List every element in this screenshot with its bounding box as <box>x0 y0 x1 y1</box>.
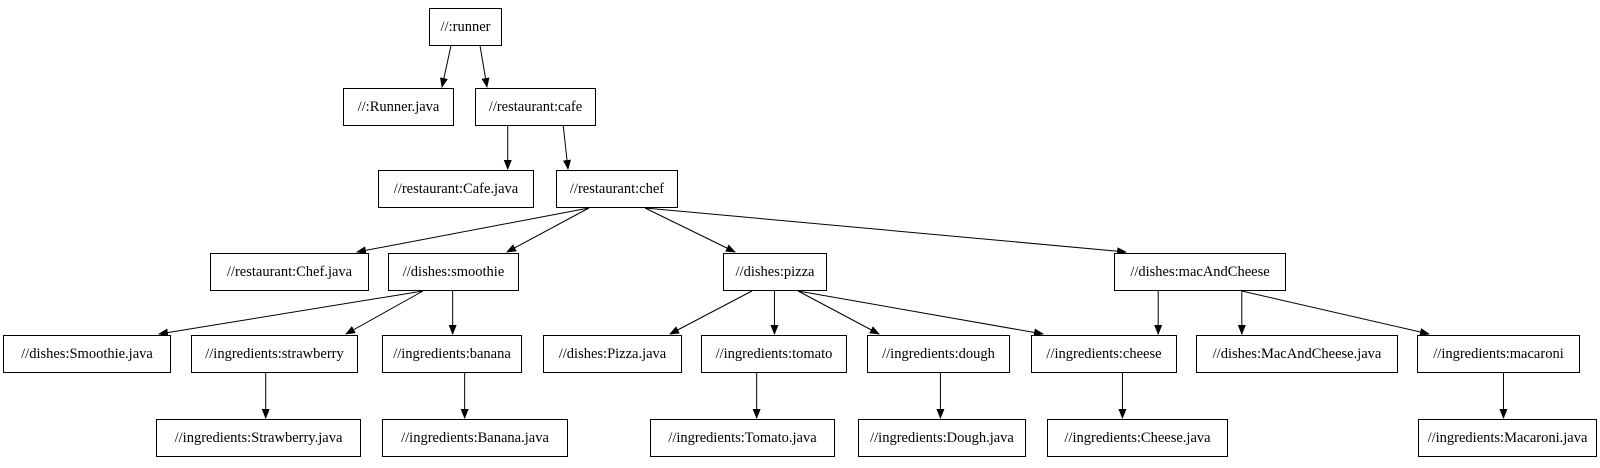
graph-node-label: //dishes:pizza <box>735 263 815 280</box>
graph-node-dough_java: //ingredients:Dough.java <box>858 419 1026 457</box>
edge-macandcheese-to-macaroni <box>1241 290 1430 336</box>
edge-chef-to-smoothie <box>506 207 590 253</box>
graph-node-label: //restaurant:chef <box>569 180 665 197</box>
graph-node-label: //dishes:MacAndCheese.java <box>1212 345 1382 362</box>
graph-node-tomato: //ingredients:tomato <box>701 335 847 373</box>
graph-node-macandcheese: //dishes:macAndCheese <box>1114 253 1286 291</box>
graph-node-smoothie: //dishes:smoothie <box>388 253 519 291</box>
graph-node-label: //dishes:macAndCheese <box>1130 263 1270 280</box>
graph-node-banana: //ingredients:banana <box>382 335 522 373</box>
graph-node-cafe: //restaurant:cafe <box>475 88 596 126</box>
graph-node-label: //ingredients:strawberry <box>205 345 344 362</box>
graph-node-label: //ingredients:Tomato.java <box>668 429 817 446</box>
graph-node-cheese_java: //ingredients:Cheese.java <box>1047 419 1228 457</box>
graph-node-label: //ingredients:Banana.java <box>401 429 549 446</box>
edge-runner-to-runner_java <box>440 45 452 88</box>
graph-node-label: //dishes:Pizza.java <box>558 345 667 362</box>
graph-node-label: //ingredients:Dough.java <box>870 429 1014 446</box>
graph-node-runner_java: //:Runner.java <box>343 88 454 126</box>
graph-node-label: //:Runner.java <box>357 98 440 115</box>
edge-smoothie-to-strawberry <box>345 290 424 335</box>
graph-node-runner: //:runner <box>429 8 502 46</box>
edge-chef-to-macandcheese <box>645 207 1127 256</box>
edge-pizza-to-dough <box>797 290 880 335</box>
graph-node-label: //ingredients:banana <box>393 345 511 362</box>
graph-node-label: //ingredients:Macaroni.java <box>1427 429 1588 446</box>
edge-pizza-to-pizza_java <box>669 290 753 335</box>
graph-node-macaroni: //ingredients:macaroni <box>1417 335 1580 373</box>
graph-node-chef: //restaurant:chef <box>556 170 678 208</box>
graph-node-macaroni_java: //ingredients:Macaroni.java <box>1418 419 1597 457</box>
graph-node-label: //restaurant:Cafe.java <box>393 180 519 197</box>
graph-node-label: //restaurant:Chef.java <box>226 263 353 280</box>
edge-cafe-to-chef <box>562 125 571 170</box>
graph-node-label: //:runner <box>440 18 491 35</box>
graph-node-label: //ingredients:dough <box>882 345 995 362</box>
graph-node-strawberry_java: //ingredients:Strawberry.java <box>156 419 361 457</box>
graph-node-label: //ingredients:Strawberry.java <box>174 429 343 446</box>
graph-node-label: //dishes:Smoothie.java <box>21 345 153 362</box>
graph-node-smoothie_java: //dishes:Smoothie.java <box>3 335 171 373</box>
graph-node-label: //ingredients:tomato <box>715 345 833 362</box>
graph-node-pizza_java: //dishes:Pizza.java <box>543 335 682 373</box>
graph-node-label: //ingredients:cheese <box>1046 345 1162 362</box>
graph-node-cheese: //ingredients:cheese <box>1031 335 1177 373</box>
graph-node-label: //ingredients:macaroni <box>1433 345 1564 362</box>
graph-node-label: //dishes:smoothie <box>402 263 505 280</box>
edge-smoothie-to-smoothie_java <box>158 290 424 337</box>
edge-pizza-to-cheese <box>798 290 1044 337</box>
edge-chef-to-chef_java <box>356 207 590 255</box>
graph-node-label: //ingredients:Cheese.java <box>1064 429 1211 446</box>
graph-node-cafe_java: //restaurant:Cafe.java <box>378 170 534 208</box>
graph-node-dough: //ingredients:dough <box>867 335 1010 373</box>
graph-node-macandcheese_java: //dishes:MacAndCheese.java <box>1196 335 1398 373</box>
graph-node-label: //restaurant:cafe <box>488 98 583 115</box>
graph-node-banana_java: //ingredients:Banana.java <box>382 419 568 457</box>
graph-node-pizza: //dishes:pizza <box>723 253 827 291</box>
edge-runner-to-cafe <box>479 45 490 88</box>
graph-node-tomato_java: //ingredients:Tomato.java <box>650 419 835 457</box>
graph-node-chef_java: //restaurant:Chef.java <box>210 253 369 291</box>
graph-node-strawberry: //ingredients:strawberry <box>191 335 358 373</box>
edge-chef-to-pizza <box>644 207 736 253</box>
